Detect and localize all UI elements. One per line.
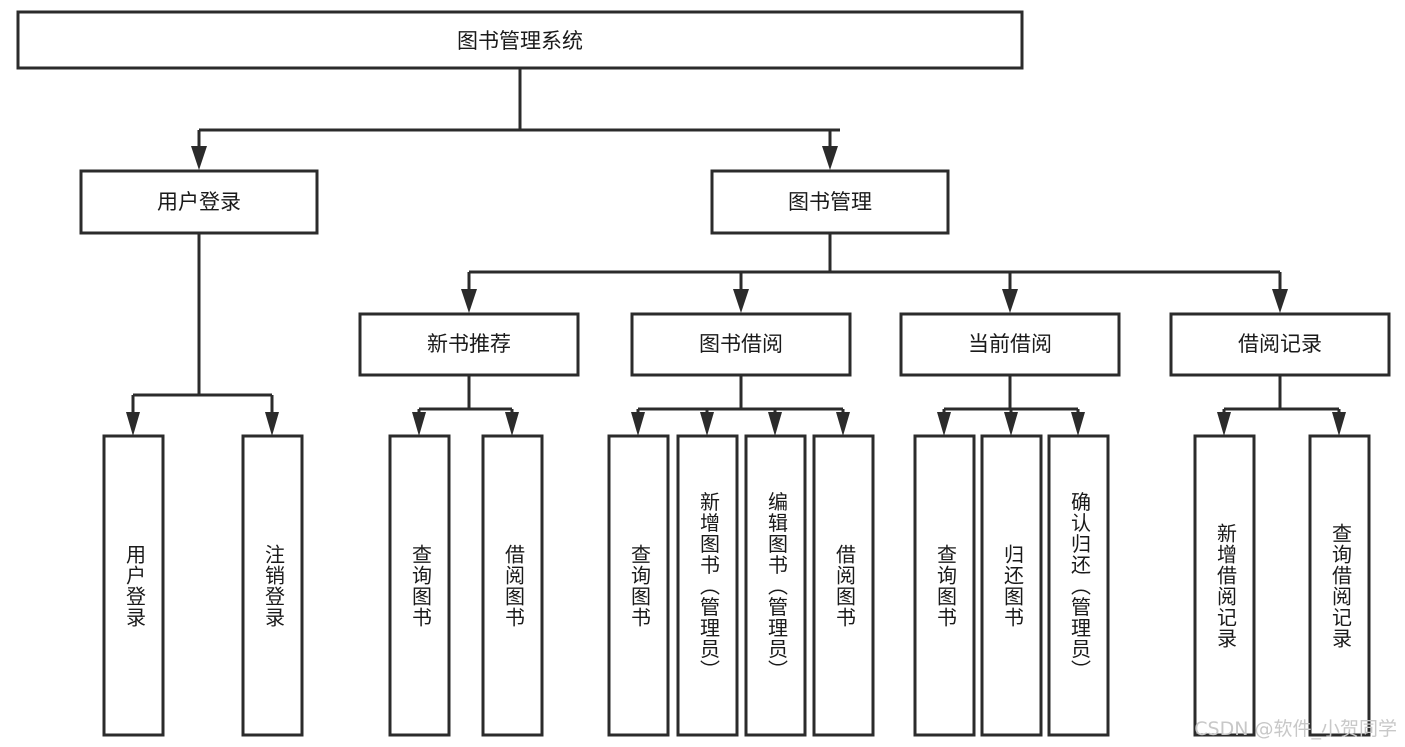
leaf-borrow-edit-box[interactable] — [744, 434, 807, 737]
connector-group-new-book — [412, 375, 519, 436]
arrow-head-newbook-l1 — [412, 412, 426, 436]
leaf-newbook-borrow[interactable]: 借阅图书 — [481, 434, 544, 737]
leaf-user-logout-label: 注销登录 — [262, 544, 286, 628]
leaf-record-query[interactable]: 查询借阅记录 — [1308, 434, 1371, 737]
arrow-head-borrow-l2 — [700, 412, 714, 436]
arrow-head-borrow-l3 — [768, 412, 782, 436]
connector-group-root — [191, 68, 840, 170]
node-new-book-rec-box[interactable] — [358, 312, 580, 377]
leaf-user-login-1-label: 用户登录 — [123, 544, 147, 628]
node-root-box[interactable] — [16, 10, 1024, 70]
node-root-label: 图书管理系统 — [457, 29, 583, 53]
leaf-newbook-borrow-box[interactable] — [481, 434, 544, 737]
node-book-borrow-box[interactable] — [630, 312, 852, 377]
leaf-borrow-add[interactable]: 新增图书（管理员） — [676, 434, 739, 737]
leaf-user-login-1-box[interactable] — [102, 434, 165, 737]
leaf-record-add-label: 新增借阅记录 — [1214, 523, 1238, 649]
arrow-head-book-n1 — [461, 289, 477, 313]
arrow-head-borrow-l4 — [836, 412, 850, 436]
connector-group-book-manage — [461, 233, 1288, 313]
leaf-current-confirm-label: 确认归还（管理员） — [1068, 491, 1092, 680]
leaf-user-logout[interactable]: 注销登录 — [241, 434, 304, 737]
connector-group-record — [1217, 375, 1346, 436]
node-book-borrow[interactable]: 图书借阅 — [630, 312, 852, 377]
node-user-login[interactable]: 用户登录 — [79, 169, 319, 235]
connector-group-current — [937, 375, 1085, 436]
arrow-head-record-l2 — [1332, 412, 1346, 436]
leaf-newbook-query-label: 查询图书 — [409, 544, 433, 628]
leaf-borrow-edit[interactable]: 编辑图书（管理员） — [744, 434, 807, 737]
leaf-user-login-1[interactable]: 用户登录 — [102, 434, 165, 737]
arrow-head-current-l3 — [1071, 412, 1085, 436]
leaf-record-add-box[interactable] — [1193, 434, 1256, 737]
arrow-head-current-l2 — [1004, 412, 1018, 436]
node-book-manage-box[interactable] — [710, 169, 950, 235]
node-book-borrow-label: 图书借阅 — [699, 332, 783, 356]
node-borrow-record-box[interactable] — [1169, 312, 1391, 377]
leaf-record-add[interactable]: 新增借阅记录 — [1193, 434, 1256, 737]
arrow-head-record-l1 — [1217, 412, 1231, 436]
node-user-login-box[interactable] — [79, 169, 319, 235]
node-new-book-rec[interactable]: 新书推荐 — [358, 312, 580, 377]
leaf-borrow-lend[interactable]: 借阅图书 — [812, 434, 875, 737]
leaf-borrow-lend-label: 借阅图书 — [833, 544, 857, 628]
arrow-head-book-n2 — [733, 289, 749, 313]
node-user-login-label: 用户登录 — [157, 190, 241, 214]
leaf-borrow-query-label: 查询图书 — [628, 544, 652, 628]
leaf-borrow-add-box[interactable] — [676, 434, 739, 737]
leaf-current-return[interactable]: 归还图书 — [980, 434, 1043, 737]
arrow-head-user-leaf1 — [126, 412, 140, 436]
leaf-borrow-edit-label: 编辑图书（管理员） — [765, 491, 789, 680]
leaf-borrow-query[interactable]: 查询图书 — [607, 434, 670, 737]
node-root[interactable]: 图书管理系统 — [16, 10, 1024, 70]
arrow-head-user-leaf2 — [265, 412, 279, 436]
arrow-head-current-l1 — [937, 412, 951, 436]
node-new-book-rec-label: 新书推荐 — [427, 332, 511, 356]
leaf-borrow-add-label: 新增图书（管理员） — [697, 491, 721, 680]
leaf-current-query-box[interactable] — [913, 434, 976, 737]
node-book-manage-label: 图书管理 — [788, 190, 872, 214]
arrow-head-newbook-l2 — [505, 412, 519, 436]
leaf-current-return-box[interactable] — [980, 434, 1043, 737]
leaf-current-confirm[interactable]: 确认归还（管理员） — [1047, 434, 1110, 737]
leaf-newbook-query-box[interactable] — [388, 434, 451, 737]
leaf-current-query[interactable]: 查询图书 — [913, 434, 976, 737]
node-current-borrow-label: 当前借阅 — [968, 332, 1052, 356]
connector-group-user-login — [126, 233, 279, 436]
leaf-newbook-query[interactable]: 查询图书 — [388, 434, 451, 737]
node-book-manage[interactable]: 图书管理 — [710, 169, 950, 235]
arrow-head-root-to-user — [191, 146, 207, 170]
leaf-borrow-query-box[interactable] — [607, 434, 670, 737]
node-current-borrow[interactable]: 当前借阅 — [899, 312, 1121, 377]
leaf-newbook-borrow-label: 借阅图书 — [502, 544, 526, 628]
node-current-borrow-box[interactable] — [899, 312, 1121, 377]
leaf-current-query-label: 查询图书 — [934, 544, 958, 628]
leaf-borrow-lend-box[interactable] — [812, 434, 875, 737]
node-borrow-record[interactable]: 借阅记录 — [1169, 312, 1391, 377]
leaf-current-confirm-box[interactable] — [1047, 434, 1110, 737]
arrow-head-book-n4 — [1272, 289, 1288, 313]
leaf-record-query-box[interactable] — [1308, 434, 1371, 737]
connector-group-borrow — [631, 375, 850, 436]
node-borrow-record-label: 借阅记录 — [1238, 332, 1322, 356]
leaf-record-query-label: 查询借阅记录 — [1329, 523, 1353, 649]
arrow-head-book-n3 — [1002, 289, 1018, 313]
leaf-user-logout-box[interactable] — [241, 434, 304, 737]
arrow-head-borrow-l1 — [631, 412, 645, 436]
leaf-current-return-label: 归还图书 — [1001, 544, 1025, 628]
arrow-head-root-to-book — [822, 146, 838, 170]
